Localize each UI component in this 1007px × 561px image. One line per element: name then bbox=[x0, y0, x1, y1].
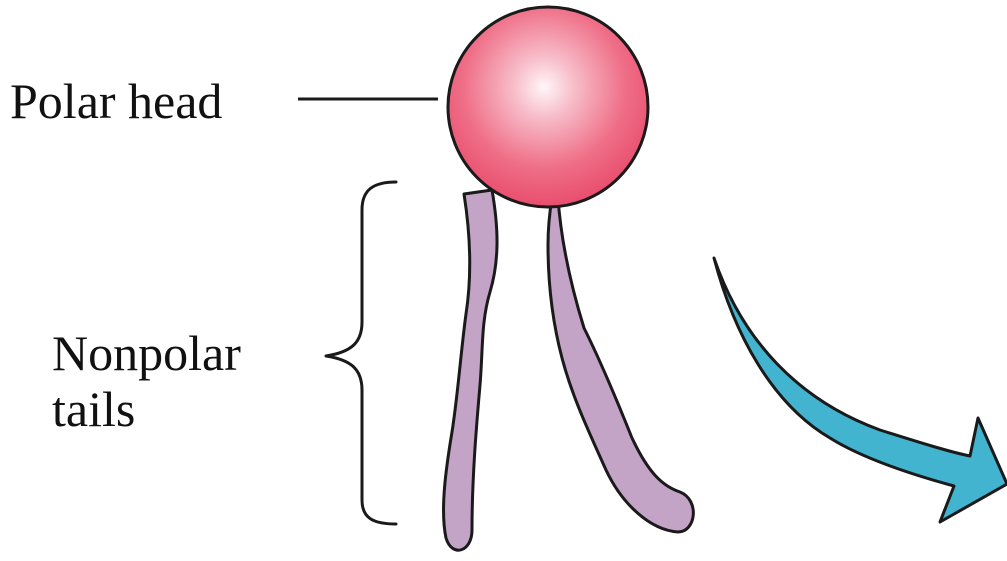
nonpolar-tails-label: Nonpolar tails bbox=[52, 325, 241, 437]
polar-head-sphere bbox=[448, 7, 648, 207]
right-tail bbox=[548, 198, 693, 532]
nonpolar-tails bbox=[444, 190, 694, 550]
left-tail bbox=[444, 190, 498, 550]
curved-arrow-icon bbox=[714, 258, 1007, 522]
polar-head-label: Polar head bbox=[10, 76, 222, 126]
nonpolar-tails-label-line-1: Nonpolar bbox=[52, 325, 241, 381]
tails-brace bbox=[326, 182, 396, 524]
nonpolar-tails-label-line-2: tails bbox=[52, 381, 241, 437]
